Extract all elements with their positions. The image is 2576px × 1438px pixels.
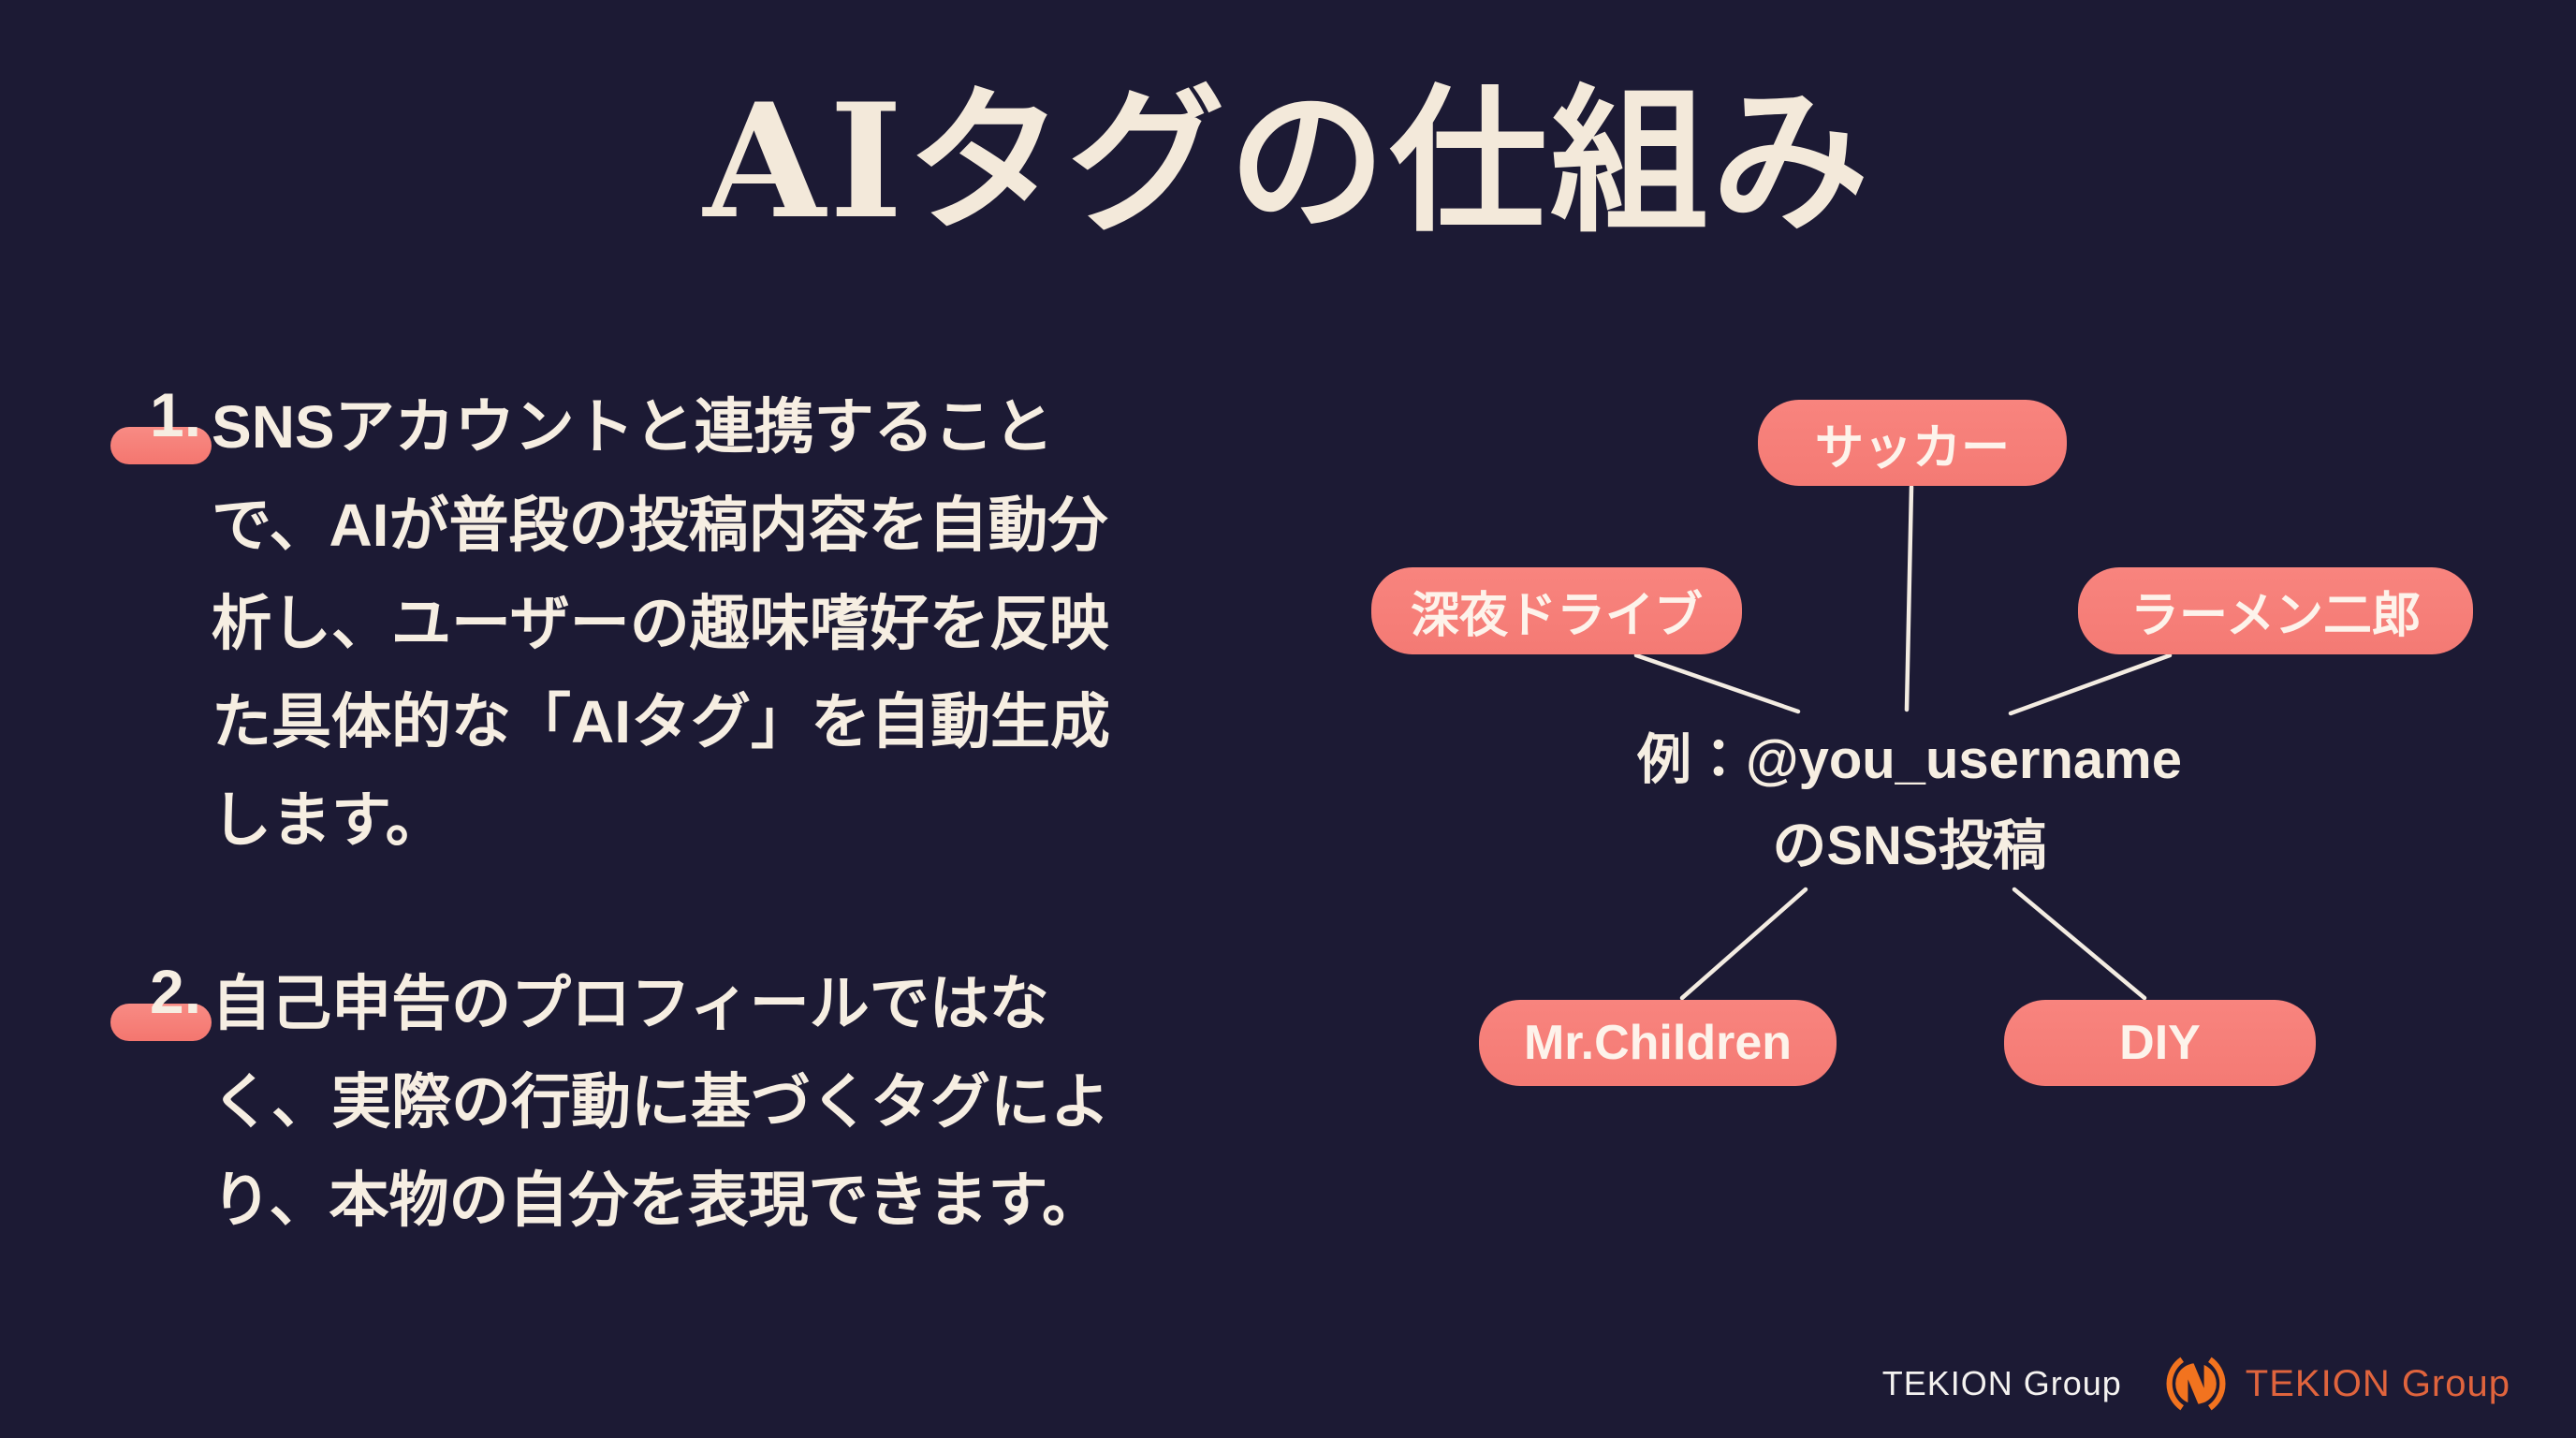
list-number-marker: 2. [110,955,212,1058]
list-number: 2. [150,957,202,1026]
number-highlight-pill [110,427,212,464]
footer: TEKION Group TEKION Group [1882,1346,2510,1421]
footer-wordmark-plain: TEKION Group [1881,1364,2122,1402]
list-number-marker: 1. [110,378,212,481]
list-item-text: SNSアカウントと連携すること で、AIが普段の投稿内容を自動分 析し、ユーザー… [212,393,1110,854]
list-item: 2. 自己申告のプロフィールではな く、実際の行動に基づくタグによ り、本物の自… [110,955,1327,1250]
tekion-logo-icon [2166,1357,2226,1411]
diagram-center-label: 例：@you_username のSNS投稿 [1637,729,2182,876]
list-number: 1. [150,380,202,449]
ai-tag-soccer: サッカー [1758,400,2067,486]
footer-wordmark-brand: TEKION Group [2245,1362,2510,1404]
ai-tag-mrchildren: Mr.Children [1479,1000,1837,1086]
list-item: 1. SNSアカウントと連携すること で、AIが普段の投稿内容を自動分 析し、ユ… [110,378,1327,870]
number-highlight-pill [110,1004,212,1041]
page-title: AIタグの仕組み [703,68,1873,254]
list-item-text: 自己申告のプロフィールではな く、実際の行動に基づくタグによ り、本物の自分を表… [212,970,1110,1234]
ai-tag-late-night-drive: 深夜ドライブ [1371,567,1742,654]
ai-tag-diy: DIY [2004,1000,2316,1086]
ai-tag-ramen-jiro: ラーメン二郎 [2078,567,2473,654]
